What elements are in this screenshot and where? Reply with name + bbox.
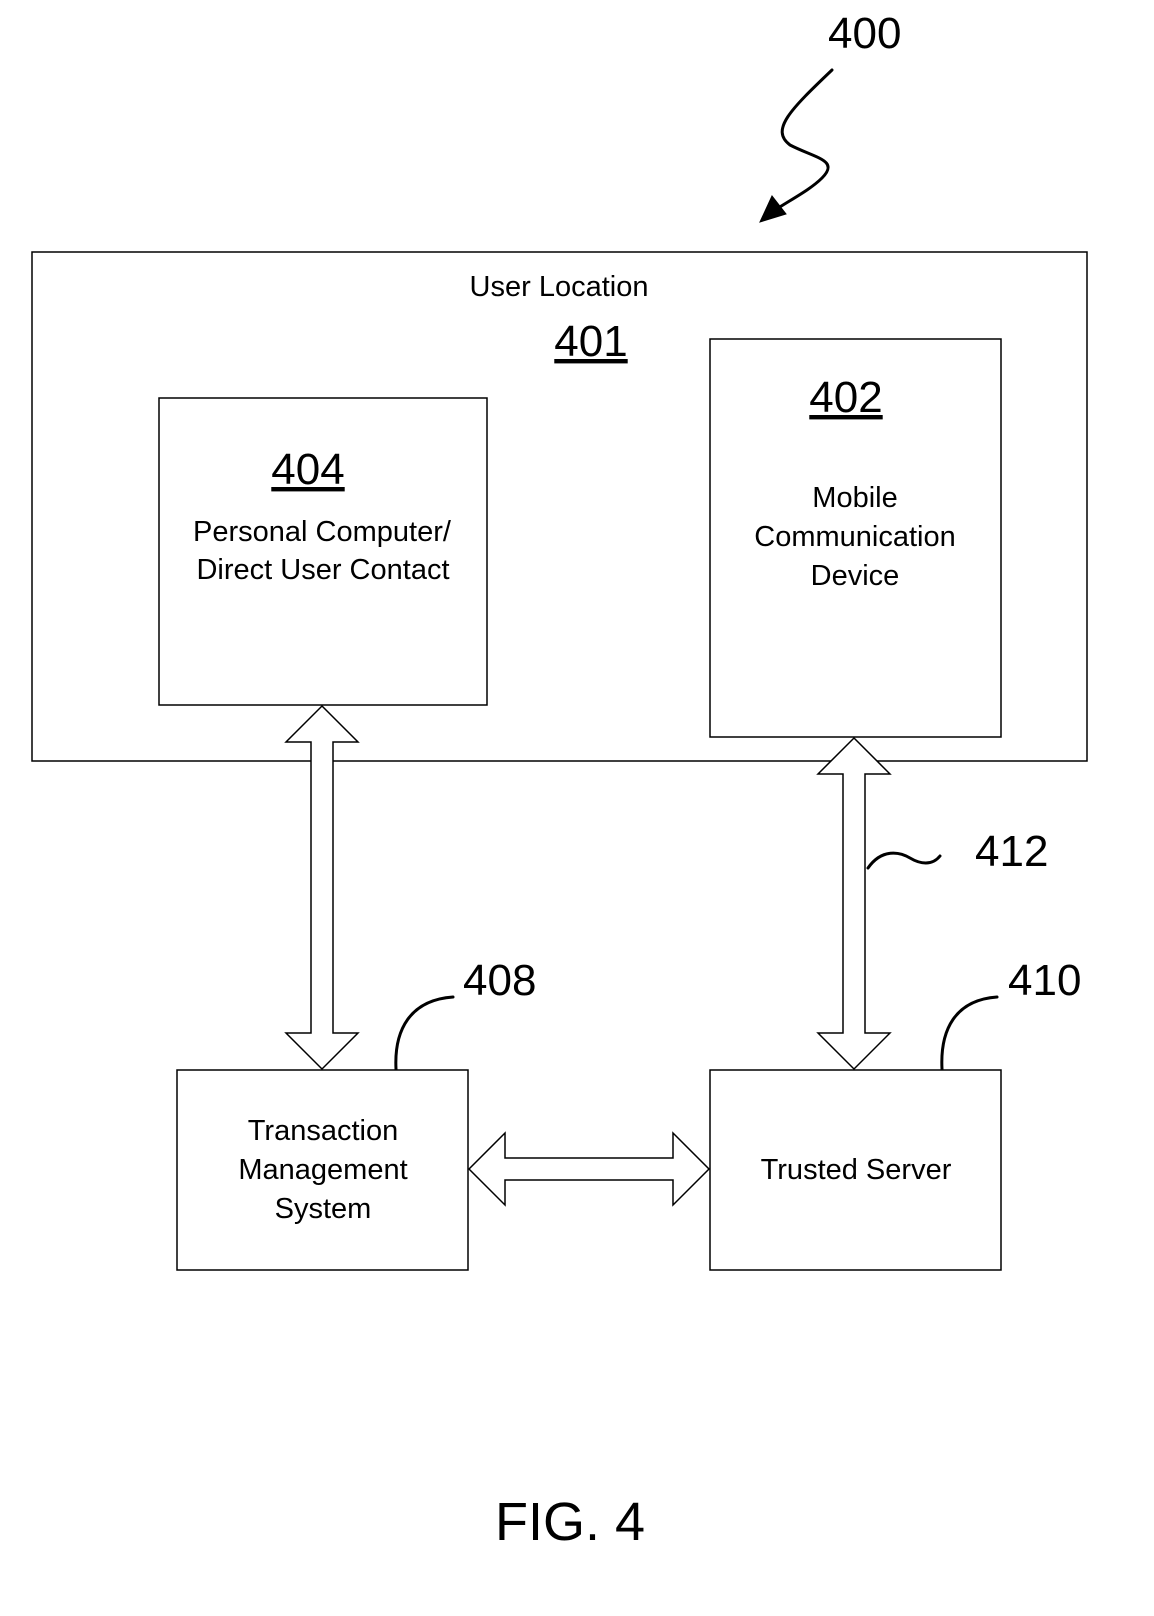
mobile-device-label-line1: Mobile bbox=[812, 482, 897, 514]
link-ref-leader bbox=[868, 853, 940, 868]
transaction-management-label-line1: Transaction bbox=[248, 1115, 398, 1147]
figure-ref-number: 400 bbox=[828, 9, 901, 58]
personal-computer-ref-number: 404 bbox=[271, 445, 344, 494]
mobile-server-double-arrow bbox=[818, 738, 890, 1069]
trusted-server-ref-leader bbox=[942, 997, 997, 1069]
transaction-management-ref-leader bbox=[396, 997, 453, 1069]
figure-ref-leader bbox=[772, 70, 832, 212]
transaction-server-double-arrow bbox=[469, 1133, 709, 1205]
user-location-ref-number: 401 bbox=[554, 317, 627, 366]
personal-computer-label-line2: Direct User Contact bbox=[196, 554, 449, 586]
figure-ref-arrowhead-icon bbox=[760, 196, 786, 222]
mobile-device-label-line3: Device bbox=[811, 560, 900, 592]
user-location-label: User Location bbox=[470, 271, 649, 303]
figure-caption: FIG. 4 bbox=[495, 1492, 645, 1552]
mobile-device-ref-number: 402 bbox=[809, 373, 882, 422]
transaction-management-ref-number: 408 bbox=[463, 956, 536, 1005]
personal-computer-label-line1: Personal Computer/ bbox=[193, 516, 452, 548]
mobile-device-label-line2: Communication bbox=[754, 521, 955, 553]
trusted-server-ref-number: 410 bbox=[1008, 956, 1081, 1005]
trusted-server-label: Trusted Server bbox=[761, 1154, 952, 1186]
transaction-management-label-line2: Management bbox=[238, 1154, 407, 1186]
link-ref-number: 412 bbox=[975, 827, 1048, 876]
transaction-management-label-line3: System bbox=[275, 1193, 372, 1225]
